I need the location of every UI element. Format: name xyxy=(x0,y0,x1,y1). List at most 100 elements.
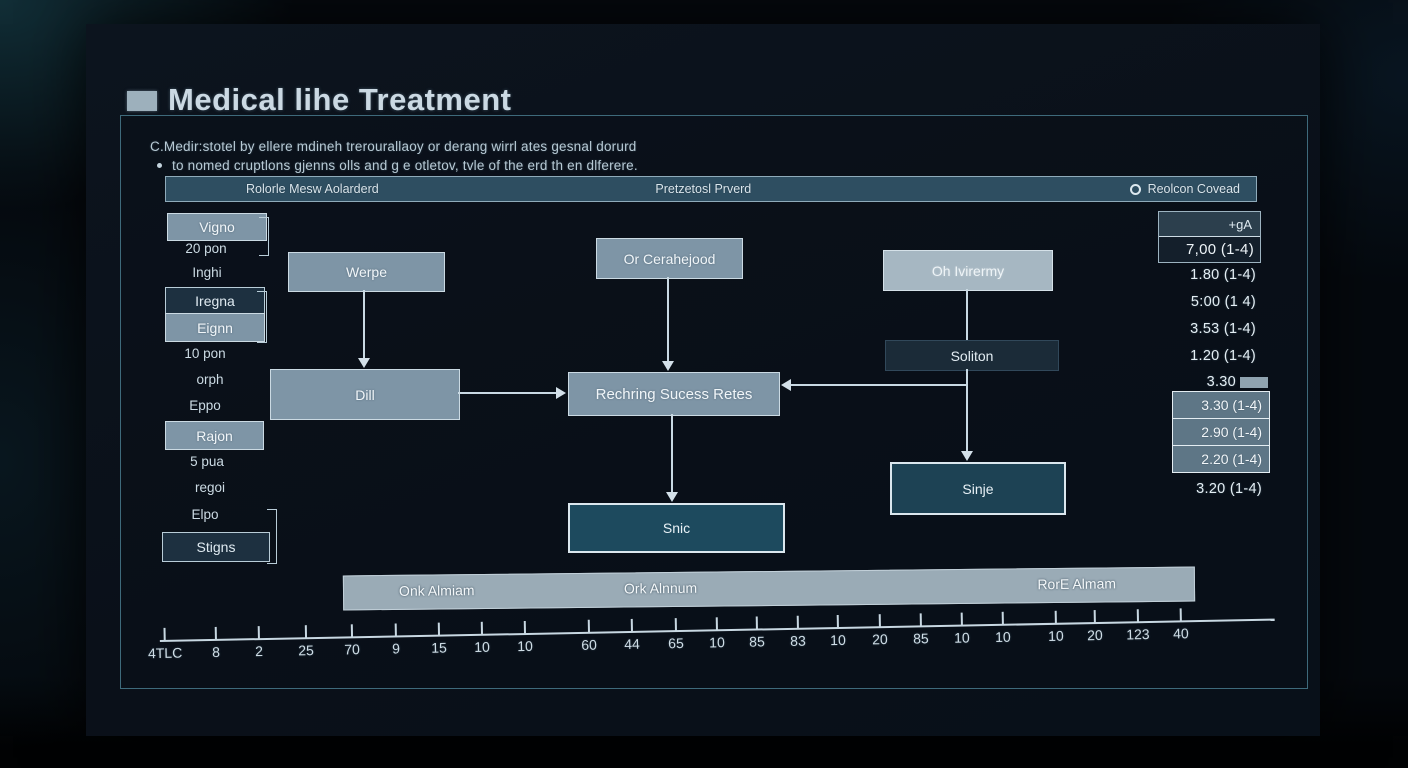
axis-tick-label: 85 xyxy=(749,633,765,650)
axis-tick-label: 123 xyxy=(1126,626,1150,643)
page-title: Medical lihe Treatment xyxy=(168,82,512,117)
right-value-box: 3.30 (1-4) xyxy=(1173,392,1269,419)
axis-tick xyxy=(214,626,217,640)
arrow-right-icon xyxy=(556,387,566,399)
right-column-header: +gA xyxy=(1159,212,1260,237)
axis-tick xyxy=(523,620,526,635)
axis-tick-label: 60 xyxy=(581,636,597,653)
left-item-eignn: Eignn xyxy=(165,313,265,342)
right-value-row: 5:00 (1 4) xyxy=(1190,294,1256,310)
axis-tick xyxy=(878,614,881,628)
axis-tick-label: 83 xyxy=(790,632,806,649)
axis-tick xyxy=(1179,608,1182,622)
left-item-orph: orph xyxy=(196,372,224,387)
connector-line xyxy=(966,289,968,340)
axis-tick-label: 4TLC xyxy=(147,644,183,662)
description-line-2: to nomed cruptlons gjenns olls and g e o… xyxy=(172,158,638,173)
arrow-left-icon xyxy=(781,379,791,391)
right-value-stack: 3.30 (1-4) 2.90 (1-4) 2.20 (1-4) xyxy=(1172,391,1270,473)
axis-tick xyxy=(304,625,307,639)
bottom-bar-center-label: Ork Alnnum xyxy=(623,579,698,597)
left-item-elpo: Elpo xyxy=(191,507,219,522)
arrow-down-icon xyxy=(662,361,674,371)
left-item-5pua: 5 pua xyxy=(190,454,224,469)
right-value-row: 3.30 xyxy=(1206,374,1236,390)
arrow-down-icon xyxy=(666,492,678,502)
connector-line xyxy=(458,392,556,394)
right-value-row: 3.53 (1-4) xyxy=(1190,321,1256,337)
right-value-row: 7,00 (1-4) xyxy=(1185,241,1254,258)
flow-node-werpe: Werpe xyxy=(288,252,445,292)
right-value-box: 2.20 (1-4) xyxy=(1173,446,1269,472)
axis-tick-label: 10 xyxy=(954,629,970,646)
axis-tick-label: 2 xyxy=(255,643,264,660)
bracket-icon xyxy=(267,509,277,564)
header-bar: Rolorle Mesw Aolarderd Pretzetosl Prverd… xyxy=(165,176,1257,202)
left-item-vigno: Vigno xyxy=(167,213,267,241)
axis-tick-label: 10 xyxy=(830,631,846,649)
axis-tick-label: 44 xyxy=(624,635,640,653)
circle-icon xyxy=(1129,183,1141,195)
header-left-label: Rolorle Mesw Aolarderd xyxy=(246,182,379,196)
flow-node-rechring-sucess-retes: Rechring Sucess Retes xyxy=(568,372,780,416)
left-item-inghi: Inghi xyxy=(192,265,222,280)
bottom-bar-right-label: RorE Almam xyxy=(1037,575,1117,593)
axis-tick-label: 10 xyxy=(994,628,1011,645)
flow-node-sinje: Sinje xyxy=(890,462,1066,515)
connector-line xyxy=(667,277,669,363)
right-fragment-bar xyxy=(1240,377,1268,388)
axis-tick xyxy=(715,617,718,631)
axis-tick xyxy=(836,614,839,629)
flow-node-dill: Dill xyxy=(270,369,460,420)
flow-node-oh-ivirermy: Oh Ivirermy xyxy=(883,250,1053,291)
axis-tick xyxy=(919,613,922,627)
axis-tick-label: 10 xyxy=(474,638,490,655)
left-item-rajon: Rajon xyxy=(165,421,264,450)
axis-tick xyxy=(630,618,633,632)
axis-tick-label: 85 xyxy=(913,630,929,647)
axis-tick xyxy=(1136,609,1139,623)
left-item-eppo: Eppo xyxy=(189,398,221,413)
flow-node-soliton: Soliton xyxy=(885,340,1059,371)
axis-tick xyxy=(1054,610,1057,624)
bracket-icon xyxy=(259,217,269,256)
axis-tick-label: 9 xyxy=(392,640,401,657)
connector-line xyxy=(363,290,365,360)
bullet-icon xyxy=(157,163,162,168)
axis-tick xyxy=(480,621,483,635)
header-center-label: Pretzetosl Prverd xyxy=(655,182,752,196)
axis-tick xyxy=(674,618,677,632)
connector-line xyxy=(966,369,968,453)
left-item-10pon: 10 pon xyxy=(184,346,226,361)
axis-tick-label: 40 xyxy=(1172,625,1189,642)
axis-tick-label: 65 xyxy=(668,634,684,652)
axis-tick xyxy=(257,626,260,640)
axis-tick-label: 10 xyxy=(517,637,533,655)
axis-tick xyxy=(1001,611,1004,625)
right-value-box: 2.90 (1-4) xyxy=(1173,419,1269,446)
axis-tick-label: 10 xyxy=(709,634,725,651)
axis-tick-label: 20 xyxy=(1086,626,1103,644)
connector-line xyxy=(671,414,673,494)
title-square-icon xyxy=(127,91,157,111)
axis-tick-label: 70 xyxy=(344,641,361,658)
axis-tick xyxy=(437,622,440,636)
connector-line xyxy=(791,384,968,386)
right-value-row: 1.80 (1-4) xyxy=(1190,267,1256,283)
axis-tick xyxy=(350,624,353,638)
axis-tick xyxy=(960,612,963,626)
description-line-1: C.Medir:stotel by ellere mdineh treroura… xyxy=(150,139,637,154)
header-right-label: Reolcon Covead xyxy=(1147,182,1240,196)
axis-tick xyxy=(163,627,166,641)
right-value-row: 3.20 (1-4) xyxy=(1196,481,1262,497)
flow-node-or-cerahejood: Or Cerahejood xyxy=(596,238,743,279)
axis-tick xyxy=(394,623,397,637)
arrow-down-icon xyxy=(358,358,370,368)
right-column-header-box: +gA 7,00 (1-4) xyxy=(1158,211,1261,263)
arrow-down-icon xyxy=(961,451,973,461)
bottom-bar-left-label: Onk Almiam xyxy=(398,582,475,599)
axis-tick-label: 10 xyxy=(1047,627,1064,644)
axis-tick xyxy=(796,615,799,629)
flow-node-snic: Snic xyxy=(568,503,785,553)
